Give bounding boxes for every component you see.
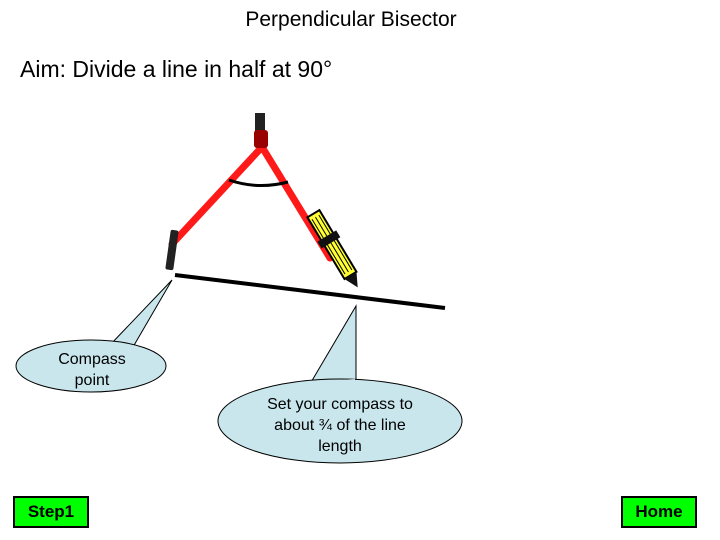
slide-title: Perpendicular Bisector: [245, 8, 457, 31]
compass-point-label-line1: Compass: [58, 351, 126, 368]
aim-text: Aim: Divide a line in half at 90°: [20, 56, 333, 82]
instruction-label-line1: Set your compass to: [267, 396, 413, 413]
compass-point-label-line2: point: [74, 372, 110, 389]
compass-icon: [165, 113, 358, 288]
compass-point-label: Compass point: [18, 349, 166, 391]
compass-left-arm: [168, 143, 266, 248]
compass-right-arm: [258, 143, 334, 262]
step1-button[interactable]: Step1: [13, 496, 89, 528]
compass-hinge: [254, 130, 268, 148]
compass-point-callout: [15, 279, 173, 393]
compass-needle-icon: [165, 229, 179, 271]
instruction-label-line3: length: [318, 438, 362, 455]
compass-arc: [228, 178, 289, 187]
instruction-callout: [217, 304, 463, 464]
line-segment: [174, 273, 446, 310]
instruction-label: Set your compass to about ¾ of the line …: [248, 394, 432, 457]
compass-handle: [255, 113, 265, 133]
home-button[interactable]: Home: [621, 496, 697, 528]
pencil-icon: [306, 208, 358, 288]
instruction-label-line2: about ¾ of the line: [274, 417, 406, 434]
